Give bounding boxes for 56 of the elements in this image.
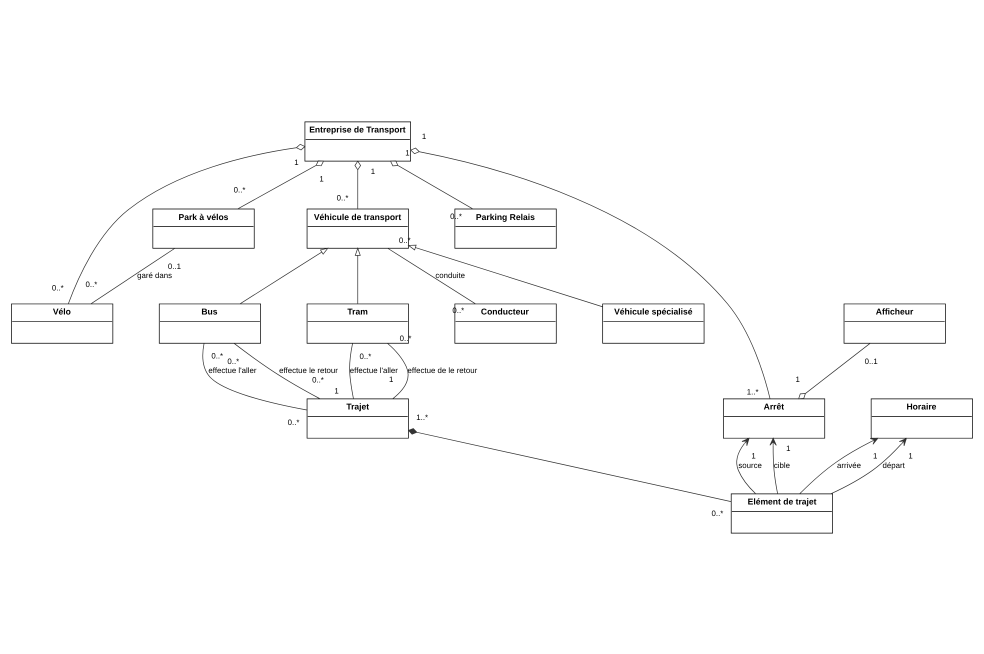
connector bbox=[387, 342, 408, 399]
label: 1 bbox=[334, 386, 339, 395]
label: 1 bbox=[294, 158, 299, 167]
arrow bbox=[240, 247, 329, 304]
label: 1 bbox=[751, 450, 756, 460]
edge-label: source bbox=[738, 460, 762, 470]
label: 1 bbox=[786, 444, 790, 453]
edge-label: conduite bbox=[435, 270, 466, 280]
edge-label: effectue l'aller bbox=[208, 366, 256, 375]
connector bbox=[202, 342, 308, 410]
arrow bbox=[408, 244, 603, 307]
label: 1 bbox=[908, 450, 913, 460]
label: 0..* bbox=[227, 356, 240, 366]
connector bbox=[798, 342, 871, 399]
edge-label: garé dans bbox=[137, 270, 172, 280]
connector bbox=[349, 342, 354, 399]
label: 1..* bbox=[746, 386, 759, 396]
edge-label: arrivée bbox=[837, 460, 862, 470]
connector bbox=[354, 160, 362, 209]
label: 0..* bbox=[336, 192, 348, 202]
label: 1 bbox=[405, 148, 410, 157]
edge-label: départ bbox=[882, 460, 905, 470]
label: 1 bbox=[422, 132, 426, 141]
connector bbox=[390, 160, 474, 209]
edge-label: effectue l'aller bbox=[350, 366, 398, 375]
label: 0..* bbox=[52, 283, 64, 292]
connector bbox=[237, 160, 324, 209]
arrow bbox=[830, 438, 907, 494]
connector bbox=[234, 342, 321, 399]
arrow bbox=[799, 437, 878, 494]
label: 1 bbox=[319, 174, 324, 184]
label: 0..* bbox=[86, 280, 98, 289]
arrow bbox=[354, 246, 361, 304]
label: 0..* bbox=[312, 374, 324, 384]
label: 0..1 bbox=[168, 261, 181, 270]
label: 0..* bbox=[211, 350, 224, 360]
connector bbox=[387, 247, 476, 304]
label: 0..* bbox=[288, 417, 300, 426]
arrow bbox=[736, 437, 756, 494]
label: 1 bbox=[389, 374, 394, 384]
edge-label: effectue de le retour bbox=[408, 366, 478, 375]
edge-label: effectue le retour bbox=[279, 366, 338, 375]
label: 1 bbox=[796, 374, 800, 384]
label: 0..* bbox=[359, 351, 372, 360]
connector bbox=[68, 143, 306, 304]
connector bbox=[410, 147, 770, 399]
connector bbox=[90, 247, 176, 304]
label: 0..* bbox=[234, 184, 246, 194]
label: 0..1 bbox=[864, 356, 878, 366]
label: 1..* bbox=[416, 412, 428, 422]
connector bbox=[408, 428, 732, 502]
label: 1 bbox=[370, 166, 376, 176]
edge-label: cible bbox=[774, 460, 790, 470]
arrow bbox=[770, 437, 778, 494]
label: 1 bbox=[873, 451, 878, 460]
label: 0..* bbox=[712, 508, 724, 518]
